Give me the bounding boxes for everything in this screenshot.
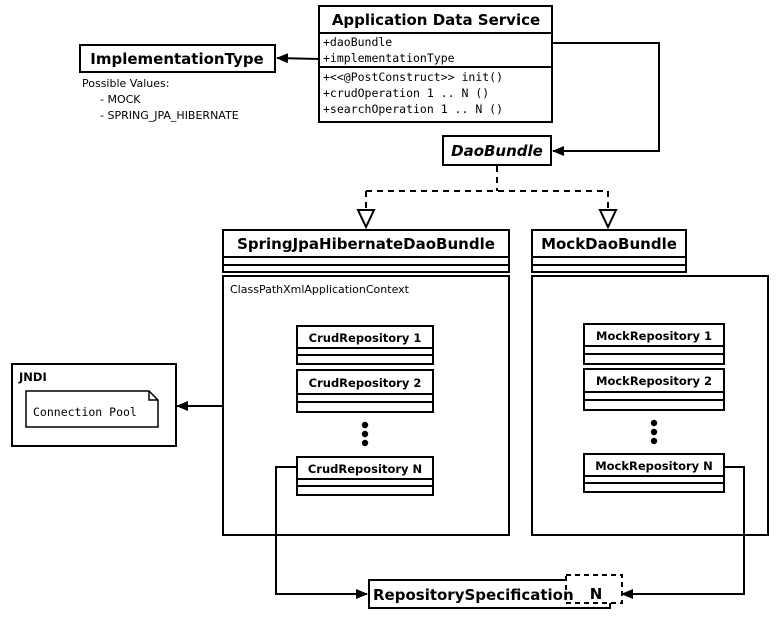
ellipsis-dots [361, 421, 369, 447]
svg-text:MockRepository 2: MockRepository 2 [596, 374, 712, 388]
repository-specification-title: RepositorySpecification [373, 586, 574, 604]
crud-repository: CrudRepository 2 [296, 369, 434, 413]
template-parameter: N [590, 585, 603, 603]
association-arrow [275, 466, 368, 599]
crud-repository: CrudRepository N [296, 456, 434, 496]
jndi-title: JNDI [18, 370, 47, 384]
app-service-attr: +daoBundle [323, 35, 392, 49]
svg-text:CrudRepository 2: CrudRepository 2 [309, 376, 422, 390]
implementation-type-title: ImplementationType [90, 50, 263, 68]
dao-bundle-class: DaoBundle [442, 135, 552, 166]
implementation-type-class: ImplementationType Possible Values: - MO… [79, 44, 276, 122]
spring-bundle-title: SpringJpaHibernateDaoBundle [237, 235, 495, 253]
app-service-attr: +implementationType [323, 51, 455, 65]
app-service-title: Application Data Service [332, 11, 540, 29]
realization-arrowhead [598, 209, 618, 230]
repository-specification-class: RepositorySpecification N [368, 574, 623, 609]
svg-text:CrudRepository 1: CrudRepository 1 [309, 331, 422, 345]
svg-text:MockRepository N: MockRepository N [595, 459, 713, 473]
realization-arrowhead [356, 209, 376, 230]
template-parameter-box [565, 574, 623, 604]
possible-values-heading: Possible Values: [82, 77, 169, 90]
mock-repository: MockRepository 2 [583, 368, 725, 411]
realization-connector [356, 166, 618, 230]
association-arrow [276, 53, 320, 64]
possible-value: - MOCK [100, 93, 141, 106]
dao-bundle-title: DaoBundle [451, 142, 543, 160]
jndi-package: JNDI Connection Pool [11, 363, 177, 447]
association-arrow [552, 42, 660, 156]
possible-value: - SPRING_JPA_HIBERNATE [100, 109, 239, 122]
association-arrow [621, 466, 745, 599]
mock-repository: MockRepository N [583, 453, 725, 493]
app-service-class: Application Data Service +daoBundle +imp… [318, 5, 553, 123]
spring-context-label: ClassPathXmlApplicationContext [230, 283, 410, 296]
app-service-op: +crudOperation 1 .. N () [323, 86, 489, 100]
crud-repository: CrudRepository 1 [296, 325, 434, 365]
ellipsis-dots [650, 419, 658, 445]
mock-repository: MockRepository 1 [583, 323, 725, 365]
svg-text:CrudRepository N: CrudRepository N [308, 462, 422, 476]
connection-pool-note [25, 390, 159, 428]
app-service-op: +searchOperation 1 .. N () [323, 102, 503, 116]
mock-bundle-title: MockDaoBundle [541, 235, 677, 253]
connection-pool-label: Connection Pool [33, 405, 137, 419]
svg-text:MockRepository 1: MockRepository 1 [596, 329, 712, 343]
app-service-op: +<<@PostConstruct>> init() [323, 70, 503, 84]
